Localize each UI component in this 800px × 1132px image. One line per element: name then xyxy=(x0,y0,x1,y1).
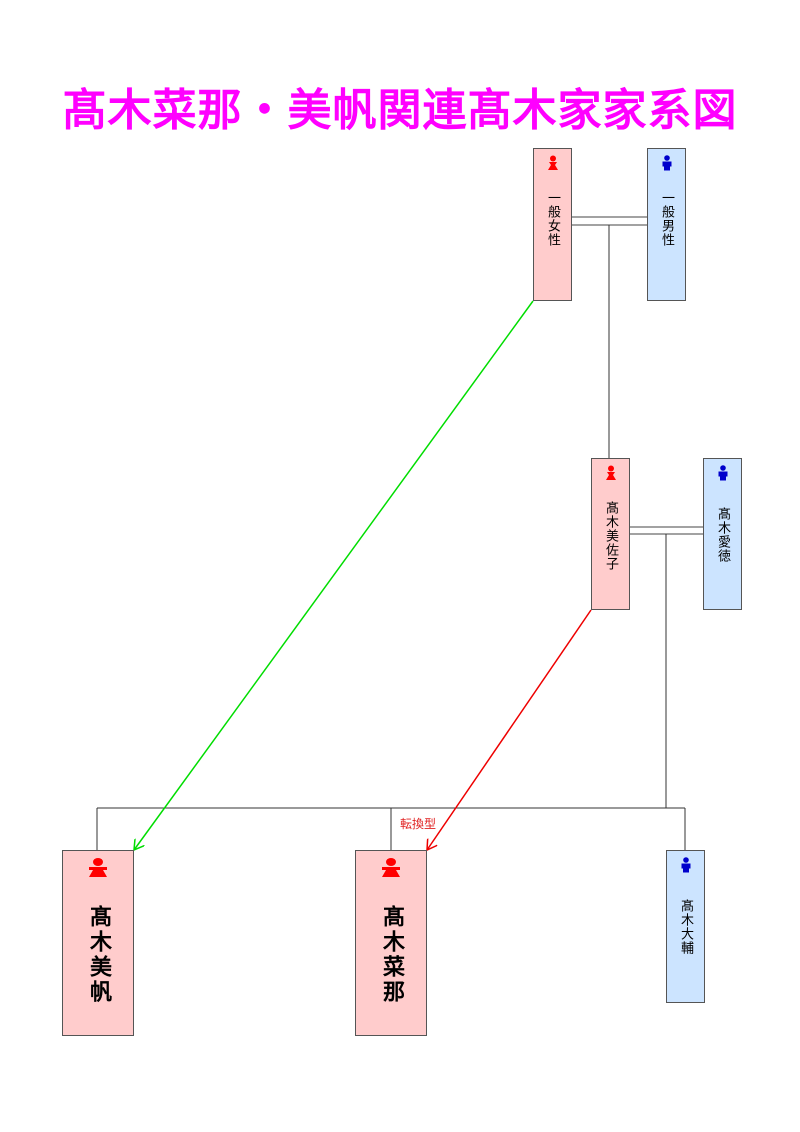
person-name: 髙木美帆 xyxy=(86,905,111,1005)
person-name: 一般男性 xyxy=(659,191,674,247)
green-arrow xyxy=(134,300,534,850)
person-box-takagi-nana[interactable]: 髙木菜那 xyxy=(355,850,427,1036)
person-box-takagi-yoshinori[interactable]: 髙木愛徳 xyxy=(703,458,742,610)
person-name: 髙木菜那 xyxy=(379,905,404,1005)
person-name: 髙木美佐子 xyxy=(603,501,618,571)
female-person-icon xyxy=(382,858,400,877)
person-box-takagi-misako[interactable]: 髙木美佐子 xyxy=(591,458,630,610)
person-box-takagi-miho[interactable]: 髙木美帆 xyxy=(62,850,134,1036)
male-person-icon xyxy=(681,857,690,873)
red-arrow xyxy=(427,609,592,850)
person-box-ippan-dansei[interactable]: 一般男性 xyxy=(647,148,686,301)
person-name: 髙木大輔 xyxy=(678,899,693,955)
page-title: 髙木菜那・美帆関連髙木家家系図 xyxy=(62,85,738,136)
person-box-takagi-daisuke[interactable]: 髙木大輔 xyxy=(666,850,705,1003)
person-box-ippan-josei[interactable]: 一般女性 xyxy=(533,148,572,301)
female-person-icon xyxy=(605,465,616,480)
person-name: 一般女性 xyxy=(545,191,560,247)
male-person-icon xyxy=(662,155,671,171)
female-person-icon xyxy=(547,155,558,170)
female-person-icon xyxy=(89,858,107,877)
male-person-icon xyxy=(718,465,727,481)
person-name: 髙木愛徳 xyxy=(715,507,730,563)
conversion-label: 転換型 xyxy=(400,817,437,831)
